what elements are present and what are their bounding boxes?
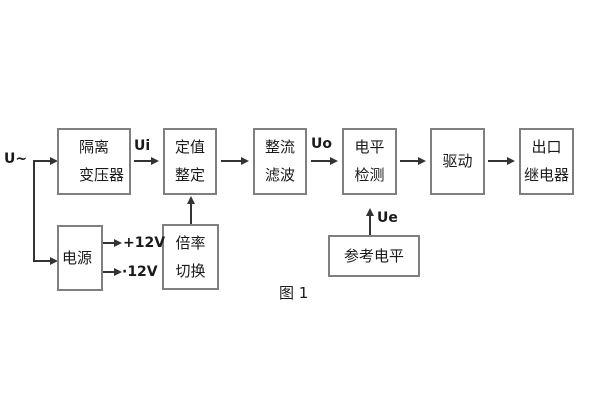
arrow-power-negative — [103, 271, 115, 273]
block-label: 驱动 — [442, 152, 473, 170]
block-rectifier-filter: 整流 滤波 — [253, 128, 307, 195]
arrow-setting-to-rectifier — [221, 160, 242, 162]
arrowhead — [330, 156, 338, 165]
block-label: 定值 — [174, 138, 205, 156]
input-line-top — [33, 160, 51, 162]
arrowhead-into-transformer — [50, 156, 58, 165]
arrow-reference-to-level — [369, 215, 371, 235]
block-label: 参考电平 — [343, 246, 404, 265]
arrowhead — [114, 267, 122, 276]
block-ratio-switch: 倍率 切换 — [162, 224, 219, 290]
arrow-rectifier-to-level — [311, 160, 331, 162]
arrowhead — [418, 156, 426, 165]
uo-signal-label: Uo — [311, 136, 332, 152]
ue-signal-label: Ue — [377, 210, 398, 226]
arrowhead-into-power — [50, 256, 58, 265]
block-reference-level: 参考电平 — [328, 235, 420, 277]
block-label: 电平 — [354, 138, 385, 156]
arrowhead-up — [366, 208, 374, 216]
input-branch-line — [33, 160, 35, 261]
arrowhead — [114, 238, 122, 247]
block-label: 倍率 — [175, 233, 206, 252]
block-label: 整定 — [174, 166, 205, 184]
block-label: 切换 — [175, 261, 206, 280]
input-voltage-label: U~ — [4, 151, 28, 167]
block-output-relay: 出口 继电器 — [519, 128, 574, 195]
block-setting: 定值 整定 — [163, 128, 217, 195]
arrowhead — [507, 156, 515, 165]
block-label: 电源 — [62, 248, 93, 267]
block-label: 隔离 — [79, 138, 110, 156]
block-label: 继电器 — [523, 166, 569, 184]
ui-signal-label: Ui — [134, 138, 151, 154]
block-isolation-transformer: 隔离 变压器 — [57, 128, 131, 195]
block-power-supply: 电源 — [57, 225, 103, 291]
negative-rail-label: ·12V — [122, 264, 158, 280]
figure-caption: 图 1 — [279, 284, 309, 302]
arrow-power-positive — [103, 242, 115, 244]
block-label: 检测 — [354, 166, 385, 184]
arrow-level-to-drive — [400, 160, 419, 162]
arrowhead — [151, 156, 159, 165]
positive-rail-label: +12V — [123, 235, 166, 251]
arrow-drive-to-relay — [488, 160, 508, 162]
block-label: 出口 — [531, 138, 562, 156]
arrowhead-up — [187, 196, 195, 204]
block-drive: 驱动 — [430, 128, 485, 195]
block-label: 变压器 — [79, 166, 125, 184]
block-level-detection: 电平 检测 — [342, 128, 397, 195]
block-label: 滤波 — [264, 166, 295, 184]
block-label: 整流 — [264, 138, 295, 156]
arrowhead — [241, 156, 249, 165]
arrow-transformer-to-setting — [134, 160, 152, 162]
input-line-bottom — [33, 260, 51, 262]
arrow-ratio-to-setting — [190, 203, 192, 224]
